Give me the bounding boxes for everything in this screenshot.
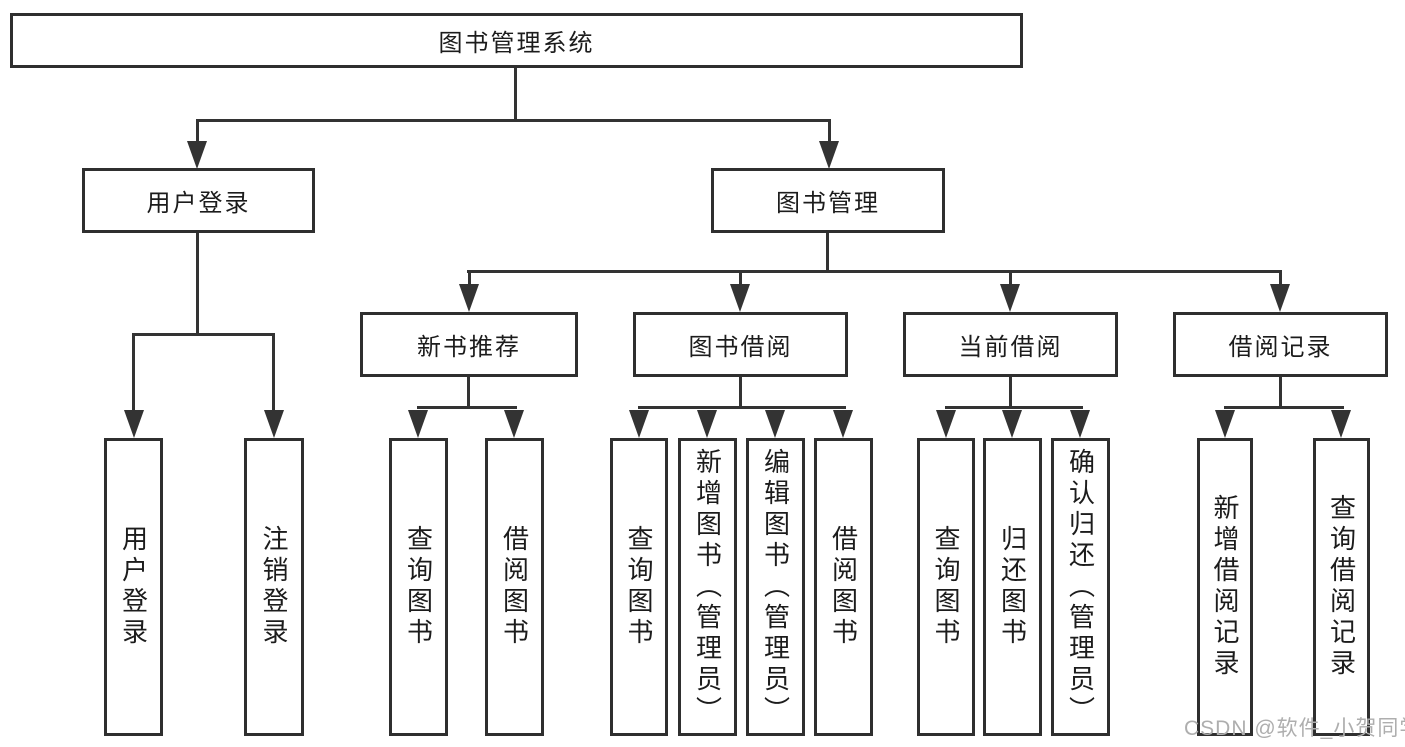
connector-line [828, 119, 831, 146]
node-borrowing-records: 借阅记录 [1173, 312, 1388, 377]
arrow-down-icon [1000, 284, 1020, 312]
arrow-down-icon [833, 410, 853, 438]
connector-line [1009, 270, 1012, 288]
arrow-down-icon [1215, 410, 1235, 438]
leaf-query-books-recommend: 查询图书 [389, 438, 448, 736]
connector-line [826, 233, 829, 273]
node-label: 查询图书 [403, 525, 434, 649]
leaf-query-books-current: 查询图书 [917, 438, 975, 736]
connector-line [638, 406, 846, 409]
connector-line [467, 377, 470, 409]
leaf-borrow-books-borrowing: 借阅图书 [814, 438, 873, 736]
connector-line [1279, 377, 1282, 409]
node-label: 图书管理 [776, 190, 880, 217]
leaf-add-book-admin: 新增图书（管理员） [678, 438, 737, 736]
node-label: 借阅记录 [1228, 334, 1333, 361]
node-label: 查询图书 [624, 525, 654, 649]
node-label: 用户登录 [146, 190, 251, 217]
connector-line [132, 333, 275, 336]
node-label: 图书管理系统 [438, 30, 595, 57]
leaf-logout: 注销登录 [244, 438, 304, 736]
connector-line [417, 406, 517, 409]
connector-line [272, 333, 275, 413]
node-book-management: 图书管理 [711, 168, 945, 233]
arrow-down-icon [187, 141, 207, 169]
connector-line [196, 233, 199, 336]
node-label: 查询借阅记录 [1326, 494, 1357, 680]
arrow-down-icon [504, 410, 524, 438]
connector-line [467, 270, 1282, 273]
node-user-login-branch: 用户登录 [82, 168, 315, 233]
arrow-down-icon [459, 284, 479, 312]
node-label: 归还图书 [997, 525, 1028, 649]
connector-line [514, 68, 517, 122]
leaf-add-borrow-record: 新增借阅记录 [1197, 438, 1253, 736]
arrow-down-icon [629, 410, 649, 438]
node-label: 用户登录 [118, 525, 149, 649]
connector-line [196, 119, 199, 146]
connector-line [468, 270, 471, 288]
leaf-user-login: 用户登录 [104, 438, 163, 736]
connector-line [196, 119, 831, 122]
node-library-system: 图书管理系统 [10, 13, 1023, 68]
connector-line [1224, 406, 1344, 409]
node-new-book-recommend: 新书推荐 [360, 312, 578, 377]
node-label: 新增借阅记录 [1210, 494, 1240, 680]
leaf-confirm-return-admin: 确认归还（管理员） [1051, 438, 1110, 736]
node-label: 新增图书（管理员） [692, 447, 723, 727]
arrow-down-icon [124, 410, 144, 438]
arrow-down-icon [408, 410, 428, 438]
arrow-down-icon [936, 410, 956, 438]
arrow-down-icon [1002, 410, 1022, 438]
csdn-watermark: CSDN @软件_小贺同学 [1184, 717, 1405, 740]
node-label: 新书推荐 [417, 334, 521, 361]
arrow-down-icon [1331, 410, 1351, 438]
leaf-borrow-books-recommend: 借阅图书 [485, 438, 544, 736]
node-current-borrowing: 当前借阅 [903, 312, 1118, 377]
node-label: 查询图书 [931, 525, 961, 649]
node-label: 当前借阅 [958, 334, 1063, 361]
connector-line [945, 406, 1083, 409]
node-label: 借阅图书 [828, 525, 859, 649]
node-label: 编辑图书（管理员） [760, 447, 791, 727]
connector-line [739, 270, 742, 288]
leaf-return-books: 归还图书 [983, 438, 1042, 736]
connector-line [1009, 377, 1012, 409]
connector-line [132, 333, 135, 413]
connector-line [739, 377, 742, 409]
arrow-down-icon [765, 410, 785, 438]
node-book-borrowing: 图书借阅 [633, 312, 848, 377]
arrow-down-icon [730, 284, 750, 312]
node-label: 确认归还（管理员） [1065, 447, 1096, 727]
leaf-edit-book-admin: 编辑图书（管理员） [746, 438, 805, 736]
node-label: 图书借阅 [688, 334, 793, 361]
arrow-down-icon [1070, 410, 1090, 438]
arrow-down-icon [264, 410, 284, 438]
leaf-query-books-borrowing: 查询图书 [610, 438, 668, 736]
connector-line [1279, 270, 1282, 288]
node-label: 注销登录 [259, 525, 289, 649]
node-label: 借阅图书 [499, 525, 530, 649]
arrow-down-icon [1270, 284, 1290, 312]
arrow-down-icon [697, 410, 717, 438]
arrow-down-icon [819, 141, 839, 169]
leaf-query-borrow-record: 查询借阅记录 [1313, 438, 1370, 736]
